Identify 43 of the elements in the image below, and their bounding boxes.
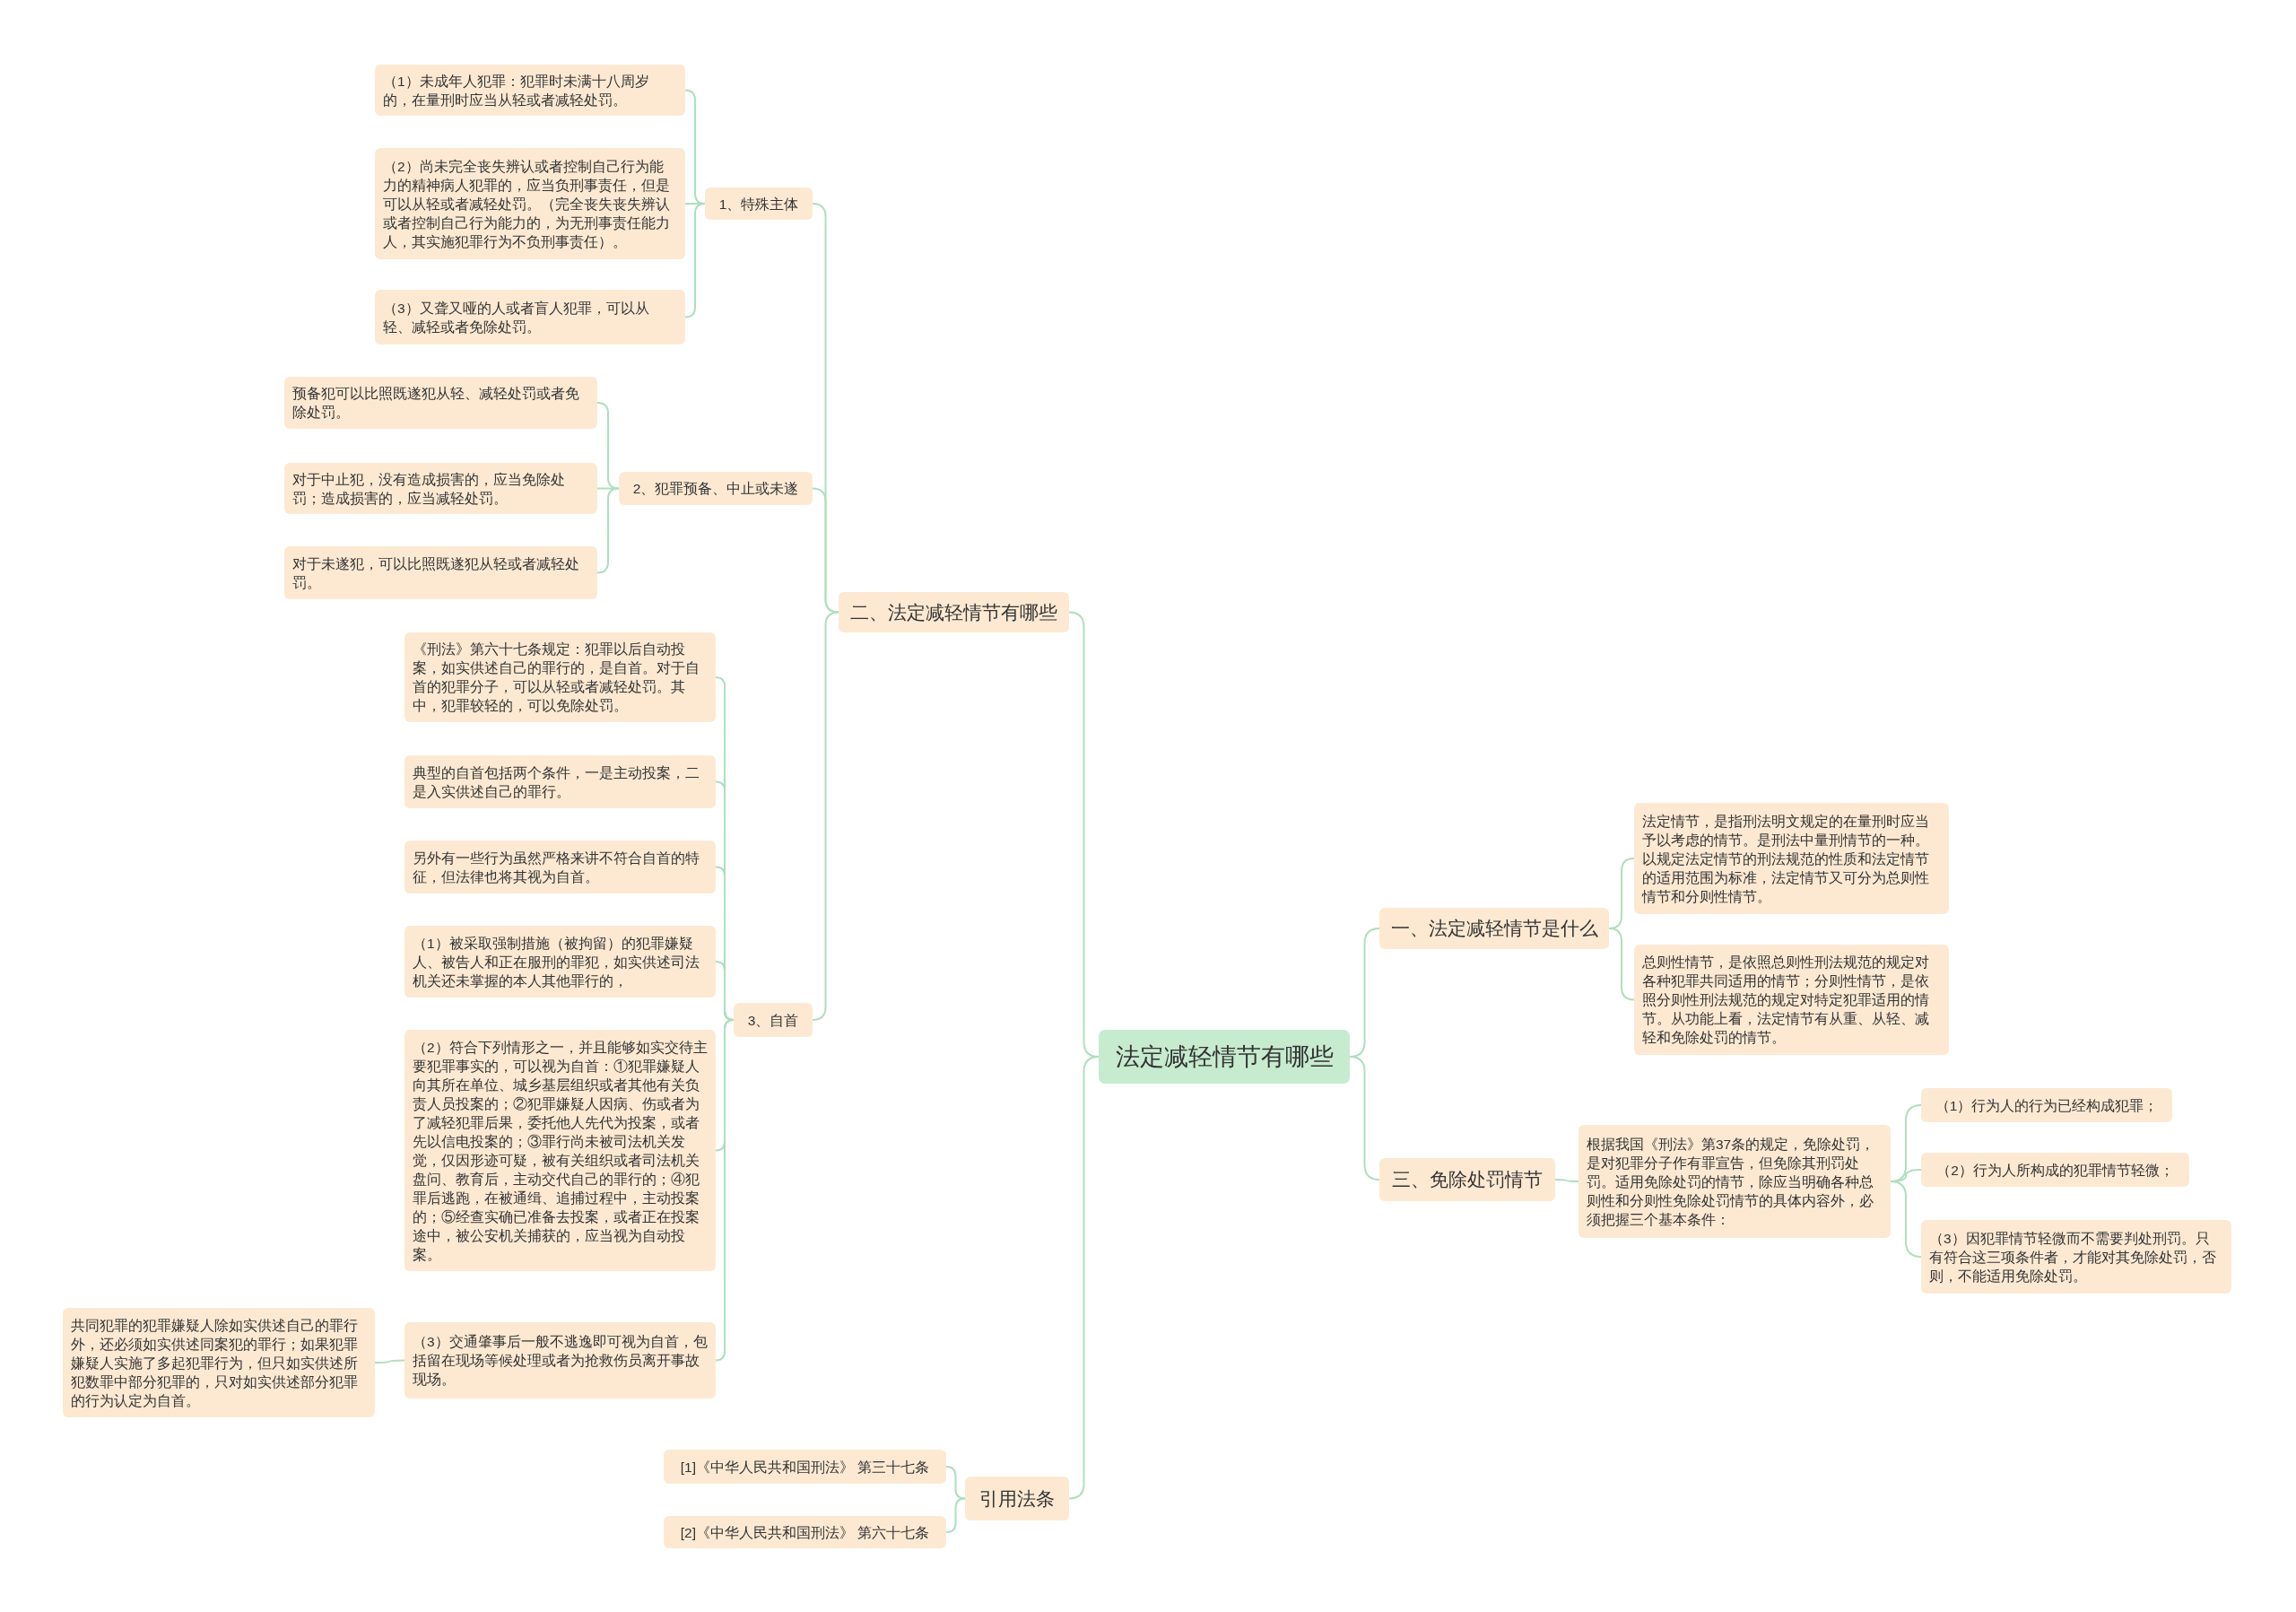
topic-box: 典型的自首包括两个条件，一是主动投案，二是入实供述自己的罪行。 (404, 755, 716, 808)
topic-box: （1）未成年人犯罪：犯罪时未满十八周岁的，在量刑时应当从轻或者减轻处罚。 (375, 65, 685, 116)
topic-box: 2、犯罪预备、中止或未遂 (619, 472, 813, 505)
topic-box: 1、特殊主体 (705, 187, 813, 220)
connector-line (812, 487, 839, 614)
topic-box: 总则性情节，是依照总则性刑法规范的规定对各种犯罪共同适用的情节；分则性情节，是依照分则性刑法规范的规定对特定犯罪适用的情节。从功能上看，法定情节有从重、从轻、减轻和免除处罚的情节。 (1634, 945, 1949, 1055)
central-topic-box: 法定减轻情节有哪些 (1099, 1030, 1350, 1084)
topic-box: （2）尚未完全丧失辨认或者控制自己行为能力的精神病人犯罪的，应当负刑事责任，但是可以从轻或者减轻处罚。（完全丧失丧失辨认或者控制自己行为能力的，为无刑事责任能力人，其实施犯罪行为不负刑事责任）。 (375, 148, 685, 259)
topic-box: 对于中止犯，没有造成损害的，应当免除处罚；造成损害的，应当减轻处罚。 (284, 463, 597, 514)
connector-line (1349, 1056, 1380, 1181)
connector-line (1068, 1056, 1100, 1500)
branch-topic-box: 一、法定减轻情节是什么 (1379, 908, 1609, 949)
topic-box: （2）行为人所构成的犯罪情节轻微； (1921, 1153, 2189, 1187)
topic-box: （2）符合下列情形之一，并且能够如实交待主要犯罪事实的，可以视为自首：①犯罪嫌疑人向其所在单位、城乡基层组织或者其他有关负责人员投案的；②犯罪嫌疑人因病、伤或者为了减轻犯罪后果，委托他人先代为投案，或者先以信电投案的；③罪行尚未被司法机关发觉，仅因形迹可疑，被有关组织或者司法机关盘问、教育后，主动交代自己的罪行的；④犯罪后逃跑，在被通缉、追捕过程中，主动投案的；⑤经查实确已准备去投案，或者正在投案途中，被公安机关捕获的，应当视为自动投案。 (404, 1030, 716, 1271)
connector-line (715, 1019, 735, 1362)
topic-box: （3）因犯罪情节轻微而不需要判处刑罚。只有符合这三项条件者，才能对其免除处罚，否则，不能适用免除处罚。 (1921, 1220, 2231, 1294)
connector-line (596, 487, 620, 574)
connector-line (1554, 1179, 1579, 1182)
topic-box: [2]《中华人民共和国刑法》 第六十七条 (664, 1516, 946, 1548)
connector-line (374, 1359, 405, 1364)
topic-box: 共同犯罪的犯罪嫌疑人除如实供述自己的罪行外，还必须如实供述同案犯的罪行；如果犯罪嫌疑人实施了多起犯罪行为，但只如实供述所犯数罪中部分犯罪的，只对如实供述部分犯罪的行为认定为自首。 (63, 1308, 375, 1417)
topic-box: 根据我国《刑法》第37条的规定，免除处罚，是对犯罪分子作有罪宣告，但免除其刑罚处罚。适用免除处罚的情节，除应当明确各种总则性和分则性免除处罚情节的具体内容外，必须把握三个基本条件： (1578, 1125, 1891, 1238)
connector-line (812, 611, 839, 1021)
connector-line (945, 1497, 966, 1533)
topic-box: 预备犯可以比照既遂犯从轻、减轻处罚或者免除处罚。 (284, 377, 597, 429)
topic-box: 对于未遂犯，可以比照既遂犯从轻或者减轻处罚。 (284, 546, 597, 599)
topic-box: 《刑法》第六十七条规定：犯罪以后自动投案，如实供述自己的罪行的，是自首。对于自首的犯罪分子，可以从轻或者减轻处罚。其中，犯罪较轻的，可以免除处罚。 (404, 632, 716, 722)
topic-box: 3、自首 (734, 1003, 813, 1037)
branch-topic-box: 二、法定减轻情节有哪些 (839, 592, 1069, 632)
connector-line (596, 402, 620, 490)
connector-line (1608, 928, 1635, 1001)
topic-box: [1]《中华人民共和国刑法》 第三十七条 (664, 1450, 946, 1484)
connector-line (1890, 1181, 1922, 1258)
connector-line (684, 203, 706, 318)
connector-line (945, 1466, 966, 1500)
topic-box: （3）交通肇事后一般不逃逸即可视为自首，包括留在现场等候处理或者为抢救伤员离开事故现场。 (404, 1322, 716, 1399)
branch-topic-box: 三、免除处罚情节 (1379, 1158, 1555, 1201)
topic-box: 另外有一些行为虽然严格来讲不符合自首的特征，但法律也将其视为自首。 (404, 841, 716, 893)
topic-box: （1）被采取强制措施（被拘留）的犯罪嫌疑人、被告人和正在服刑的罪犯，如实供述司法机关还未掌握的本人其他罪行的， (404, 926, 716, 998)
topic-box: （3）又聋又哑的人或者盲人犯罪，可以从轻、减轻或者免除处罚。 (375, 290, 685, 344)
topic-box: 法定情节，是指刑法明文规定的在量刑时应当予以考虑的情节。是刑法中量刑情节的一种。以规定法定情节的刑法规范的性质和法定情节的适用范围为标准，法定情节又可分为总则性情节和分则性情节。 (1634, 803, 1949, 914)
branch-topic-box: 引用法条 (965, 1477, 1069, 1521)
topic-box: （1）行为人的行为已经构成犯罪； (1921, 1088, 2172, 1122)
